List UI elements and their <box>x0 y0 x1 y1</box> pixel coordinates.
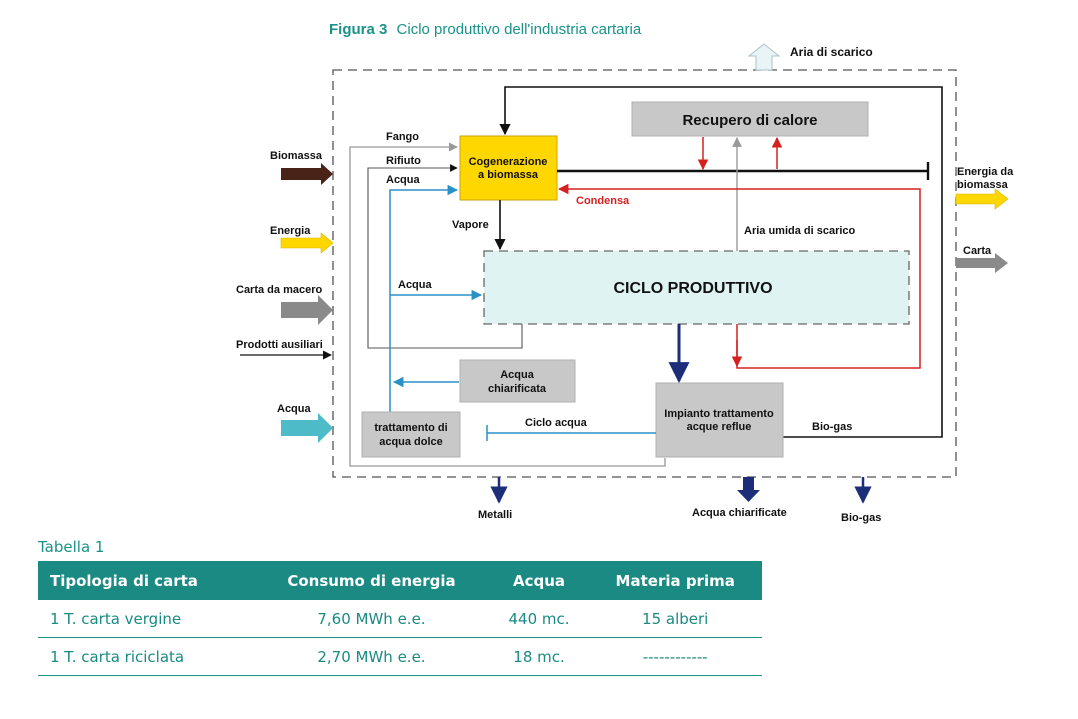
label-ciclo-acqua: Ciclo acqua <box>525 417 588 429</box>
carta-output-arrow <box>956 253 1008 273</box>
table-cell: 1 T. carta vergine <box>38 600 254 638</box>
label-trattamento-1: trattamento di <box>374 422 447 434</box>
table-cell: 440 mc. <box>489 600 589 638</box>
label-metalli: Metalli <box>478 509 512 521</box>
label-trattamento-2: acqua dolce <box>379 436 443 448</box>
label-acqua-top: Acqua <box>386 174 421 186</box>
table-header-row: Tipologia di carta Consumo di energia Ac… <box>38 561 762 600</box>
acqua-chiarificate-arrow <box>737 477 760 502</box>
biogas-return-line <box>499 86 943 438</box>
energy-table: Tipologia di carta Consumo di energia Ac… <box>38 561 762 676</box>
box-cogenerazione <box>459 135 558 201</box>
biomassa-arrow <box>281 163 333 185</box>
carta-macero-arrow <box>281 295 333 325</box>
figure-title: Figura 3 Ciclo produttivo dell'industria… <box>329 21 642 38</box>
box-ciclo-produttivo <box>483 250 910 325</box>
figure-title-text: Ciclo produttivo dell'industria cartaria <box>397 21 642 38</box>
col-header-consumo: Consumo di energia <box>253 561 490 600</box>
label-biogas-line: Bio-gas <box>812 421 852 433</box>
table-row: 1 T. carta riciclata 2,70 MWh e.e. 18 mc… <box>38 637 762 676</box>
table-cell: 1 T. carta riciclata <box>38 637 254 676</box>
label-acqua-mid: Acqua <box>398 279 433 291</box>
figure-number: Figura 3 <box>329 21 387 38</box>
label-aria-scarico: Aria di scarico <box>790 45 873 59</box>
acqua-top-line <box>389 184 459 412</box>
label-impianto-2: acque reflue <box>687 421 752 433</box>
table-row: 1 T. carta vergine 7,60 MWh e.e. 440 mc.… <box>38 600 762 638</box>
label-aria-umida: Aria umida di scarico <box>744 225 856 237</box>
table-cell: 15 alberi <box>588 600 762 638</box>
aria-scarico-arrow <box>747 43 781 71</box>
label-vapore: Vapore <box>452 219 489 231</box>
system-boundary <box>332 69 957 478</box>
label-impianto-1: Impianto trattamento <box>664 408 774 420</box>
col-header-tipologia: Tipologia di carta <box>38 561 254 600</box>
energia-bio-arrow <box>955 188 1009 210</box>
label-cogen-1: Cogenerazione <box>469 156 548 168</box>
label-cogen-2: a biomassa <box>478 169 539 181</box>
box-impianto-trattamento <box>655 382 784 458</box>
col-header-materia: Materia prima <box>588 561 762 600</box>
label-acqua-chiarificate: Acqua chiarificate <box>692 507 787 519</box>
table-caption: Tabella 1 <box>38 538 105 556</box>
label-recupero-calore: Recupero di calore <box>682 112 817 129</box>
box-trattamento-acqua <box>361 411 461 458</box>
table-cell: 2,70 MWh e.e. <box>253 637 490 676</box>
label-condensa: Condensa <box>576 195 630 207</box>
label-rifiuto: Rifiuto <box>386 155 421 167</box>
box-recupero-calore <box>631 101 869 137</box>
energia-arrow <box>280 232 334 254</box>
label-acqua-chiar-1: Acqua <box>500 369 535 381</box>
rifiuto-line <box>367 164 523 349</box>
col-header-acqua: Acqua <box>489 561 589 600</box>
table-cell: 7,60 MWh e.e. <box>253 600 490 638</box>
label-acqua-chiar-2: chiarificata <box>488 383 547 395</box>
label-energia-bio-2: biomassa <box>957 179 1009 191</box>
label-prodotti: Prodotti ausiliari <box>236 339 323 351</box>
fango-line <box>349 142 666 467</box>
label-ciclo-produttivo: CICLO PRODUTTIVO <box>613 280 772 297</box>
label-biogas-output: Bio-gas <box>841 512 881 524</box>
process-diagram: Figura 3 Ciclo produttivo dell'industria… <box>236 21 1014 524</box>
label-energia-bio-1: Energia da <box>957 166 1014 178</box>
label-biomassa: Biomassa <box>270 150 323 162</box>
label-acqua-input: Acqua <box>277 403 312 415</box>
table-cell: ------------ <box>588 637 762 676</box>
label-carta-macero: Carta da macero <box>236 284 322 296</box>
label-carta-output: Carta <box>963 245 992 257</box>
label-fango: Fango <box>386 131 419 143</box>
table-cell: 18 mc. <box>489 637 589 676</box>
box-acqua-chiarificata <box>459 359 576 403</box>
acqua-input-arrow <box>281 413 333 443</box>
label-energia: Energia <box>270 225 311 237</box>
